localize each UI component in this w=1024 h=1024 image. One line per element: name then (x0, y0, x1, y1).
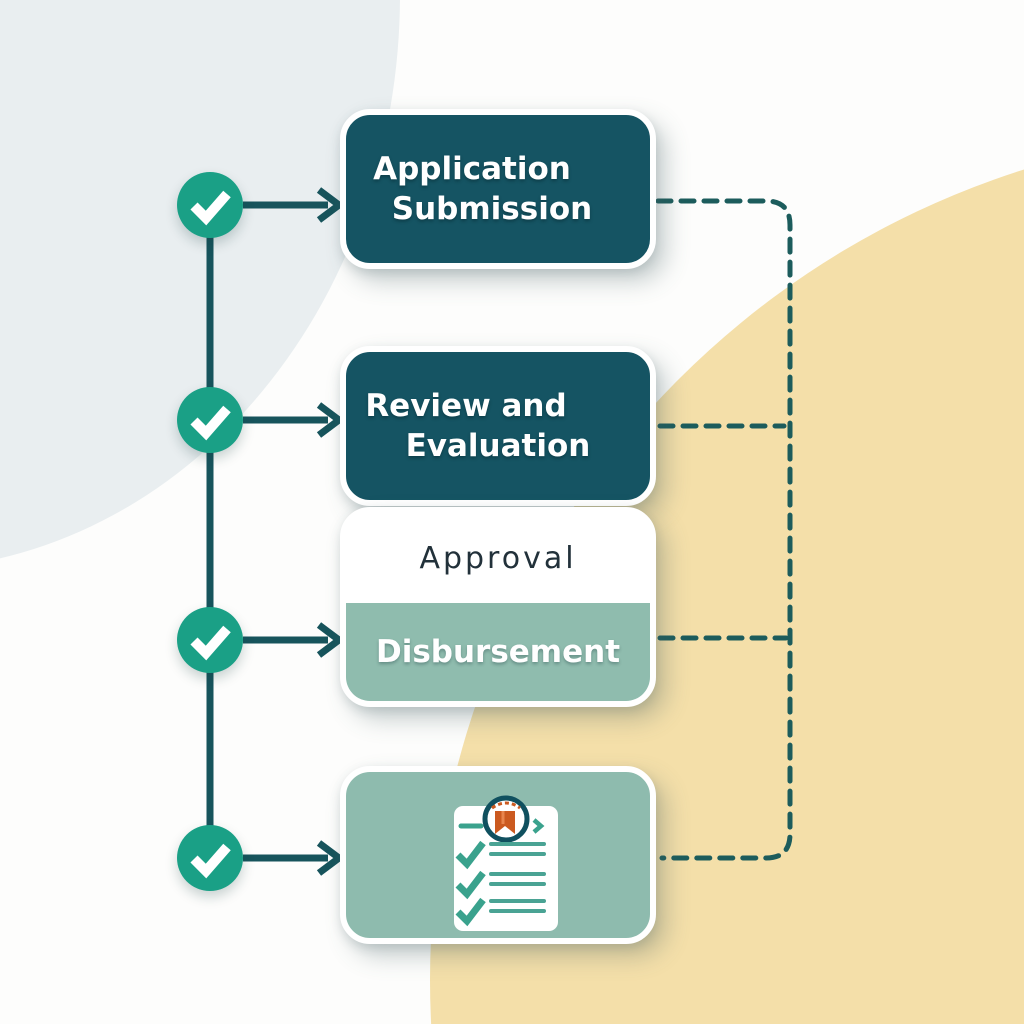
arrow-head (316, 187, 345, 223)
arrow-right-icon (243, 402, 345, 438)
step-box-review-evaluation: Review and Evaluation (340, 346, 656, 506)
step-box-approval-disbursement: Approval Disbursement (340, 507, 656, 707)
check-icon (190, 190, 231, 226)
arrow-head (316, 622, 345, 658)
approval-section: Approval (346, 513, 650, 604)
arrow-head (316, 840, 345, 876)
step-label-line: Application (373, 151, 571, 187)
check-circle-icon (177, 387, 243, 453)
chevron-right-icon (532, 818, 545, 834)
dashed-loop-path (655, 198, 793, 861)
arrow-right-icon (243, 622, 345, 658)
step-label-line: Submission (391, 191, 593, 227)
arrow-right-icon (243, 840, 345, 876)
check-circle-icon (177, 825, 243, 891)
check-circle-icon (177, 172, 243, 238)
badge-arc-decoration (491, 801, 521, 810)
arrow-right-icon (243, 187, 345, 223)
checklist-text-lines (489, 842, 546, 913)
check-circle-icon (177, 607, 243, 673)
step-label-line: Evaluation (405, 428, 591, 464)
check-icon (190, 843, 231, 879)
step-box-completion-checklist (340, 766, 656, 944)
step-label-line: Review and (365, 388, 567, 424)
arrow-head (316, 402, 345, 438)
check-icon (190, 625, 231, 661)
checklist-check-icon (455, 840, 486, 927)
step-box-application-submission: Application Submission (340, 109, 656, 269)
checklist-document-icon (454, 795, 558, 931)
check-icon (190, 405, 231, 441)
disbursement-section: Disbursement (346, 603, 650, 701)
bookmark-ribbon-icon (495, 811, 515, 834)
